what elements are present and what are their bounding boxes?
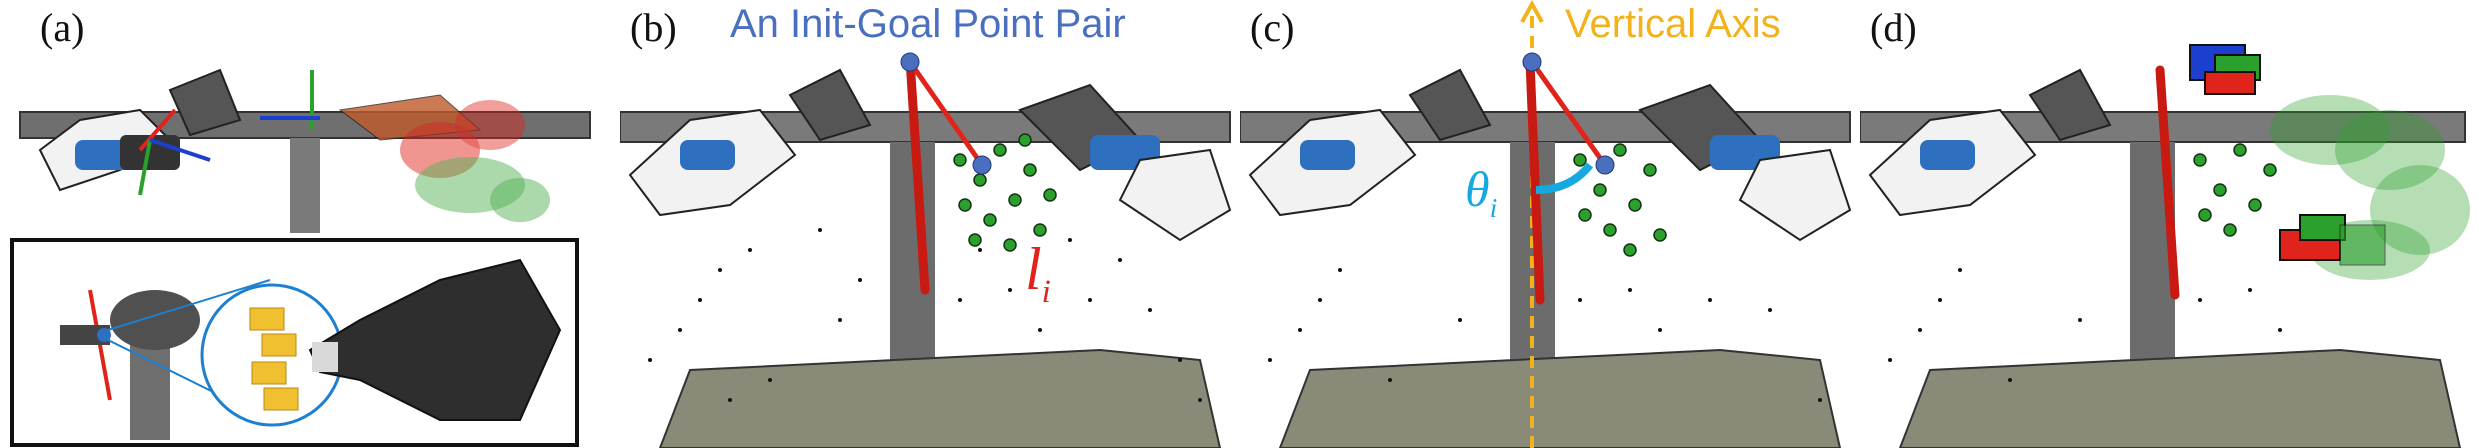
gripper-axes (138, 70, 320, 196)
init-point (1522, 52, 1542, 72)
init-goal-line (1529, 60, 1608, 167)
goal-points (2193, 143, 2277, 237)
gripper-goal (2279, 214, 2386, 266)
floor (658, 348, 1222, 448)
goal-points (1573, 143, 1667, 257)
panel-c-scene (1240, 0, 1852, 448)
left-robot-arm (1248, 68, 1492, 217)
panel-b: (b) An Init-Goal Point Pair li (620, 0, 1240, 448)
panel-b-label: (b) (630, 5, 677, 50)
post (290, 138, 320, 233)
point-cloud (1888, 268, 2282, 382)
panel-b-caption: An Init-Goal Point Pair (730, 2, 1126, 46)
goal-point (1595, 155, 1615, 175)
right-robot-ghost-arms (338, 94, 550, 222)
point-cloud (1268, 268, 1822, 402)
post (890, 142, 935, 382)
length-symbol: li (1025, 236, 1051, 310)
floor (1898, 348, 2462, 448)
panel-c: (c) Vertical Axis θi (1240, 0, 1860, 448)
right-robot-arm (1638, 83, 1852, 242)
floor (1278, 348, 1842, 448)
angle-symbol: θi (1465, 161, 1498, 223)
panel-d: (d) (1860, 0, 2479, 448)
panel-a-label: (a) (40, 5, 85, 50)
panel-a-scene (10, 68, 591, 447)
left-robot-arm (1868, 68, 2112, 217)
init-points (1525, 57, 1545, 305)
panel-a: (a) (0, 0, 620, 448)
vertical-axis-arrowhead (1520, 0, 1544, 23)
point-cloud (648, 228, 1202, 402)
init-goal-line (907, 60, 985, 167)
right-robot-arm (1018, 83, 1232, 242)
panel-c-label: (c) (1250, 5, 1295, 50)
init-points (905, 55, 930, 295)
goal-points (953, 133, 1057, 252)
angle-arc (1535, 162, 1594, 194)
panel-b-scene (620, 52, 1232, 448)
panel-d-label: (d) (1870, 5, 1917, 50)
inset-box (10, 238, 579, 447)
ghost-robot-trajectory (2270, 95, 2470, 280)
left-robot-arm (628, 68, 872, 217)
gripper-init (2189, 44, 2261, 95)
init-point (900, 52, 920, 72)
panel-d-scene (1860, 44, 2470, 448)
init-points (2155, 65, 2180, 300)
panel-c-caption: Vertical Axis (1565, 2, 1781, 46)
left-robot-arm (38, 68, 242, 192)
goal-point (972, 155, 992, 175)
